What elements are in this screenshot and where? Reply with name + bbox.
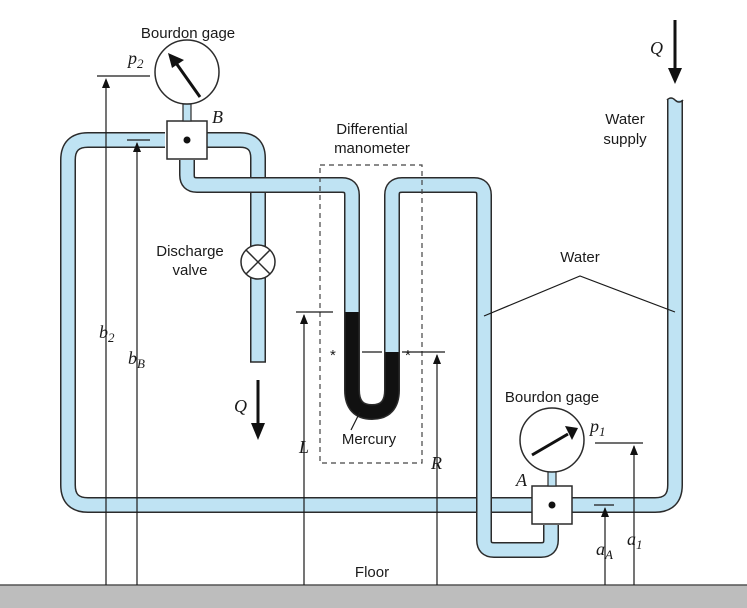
b2-label: b2: [99, 322, 115, 345]
water-supply-label-1: Water: [605, 111, 644, 128]
dimension-b2: [97, 75, 150, 585]
dimension-R: [362, 351, 445, 585]
p1-label: p1: [588, 416, 606, 439]
differential-label: Differential: [336, 121, 407, 138]
dimension-bB: [127, 139, 150, 585]
water-leader-lines: [483, 275, 676, 317]
a1-label: a1: [627, 529, 643, 552]
star-right: *: [405, 347, 411, 364]
bourdon-gage-top-label: Bourdon gage: [141, 25, 235, 42]
a-letter-label: A: [515, 470, 528, 490]
bourdon-gage-icon: [519, 407, 585, 473]
flow-arrow-icon: [251, 380, 265, 440]
manometer-tap-left: [179, 160, 360, 312]
q-left-label: Q: [234, 396, 247, 416]
b-letter-label: B: [212, 107, 223, 127]
manometer-box: [319, 164, 423, 464]
L-label: L: [298, 437, 309, 457]
dimension-L: [296, 311, 333, 585]
mercury-label: Mercury: [342, 431, 397, 448]
fitting-a: [531, 485, 573, 525]
valve-label: valve: [172, 262, 207, 279]
water-label: Water: [560, 249, 599, 266]
floor-label: Floor: [355, 564, 389, 581]
p2-label: p2: [126, 48, 144, 71]
aA-label: aA: [596, 539, 613, 562]
bourdon-gage-icon: [154, 39, 220, 105]
dimension-aA: [594, 504, 614, 585]
bourdon-gage-bottom-label: Bourdon gage: [505, 389, 599, 406]
discharge-label: Discharge: [156, 243, 224, 260]
manometer-tap-right: [384, 177, 559, 558]
bB-label: bB: [128, 348, 145, 371]
fitting-b: [166, 120, 208, 160]
main-pipe: [60, 100, 683, 513]
mercury-u-tube: [344, 312, 400, 421]
discharge-valve-icon: [240, 244, 276, 280]
flow-arrow-icon: [668, 20, 682, 84]
water-supply-label-2: supply: [603, 131, 647, 148]
dimension-a1: [595, 442, 643, 585]
star-left: *: [330, 347, 336, 364]
floor: [0, 585, 747, 608]
discharge-pipe: [207, 132, 266, 362]
manometer-label: manometer: [334, 140, 410, 157]
q-top-label: Q: [650, 38, 663, 58]
R-label: R: [430, 453, 442, 473]
